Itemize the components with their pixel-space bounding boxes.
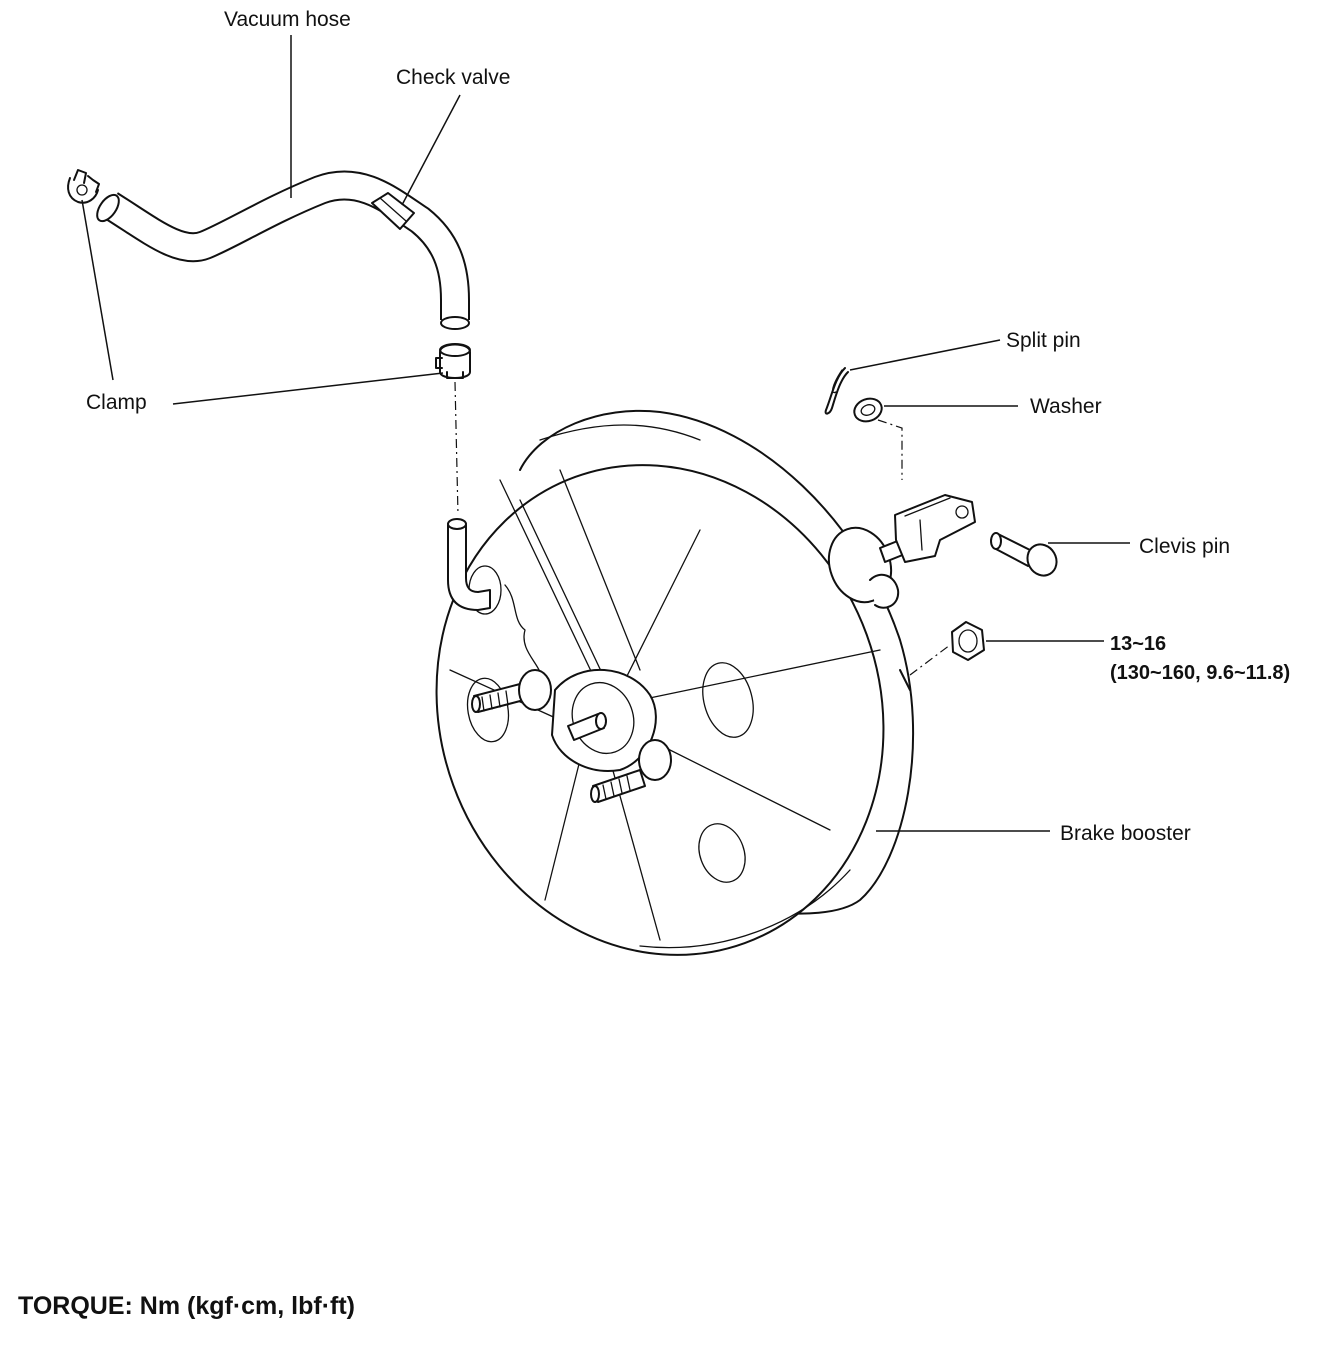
- assembly-line-nut: [909, 644, 951, 676]
- label-clamp: Clamp: [86, 391, 147, 414]
- assembly-line-washer: [877, 419, 903, 480]
- label-washer: Washer: [1030, 395, 1102, 418]
- label-brake-booster: Brake booster: [1060, 822, 1191, 845]
- leader-split-pin: [849, 339, 1001, 371]
- torque-units-note: TORQUE: Nm (kgf·cm, lbf·ft): [18, 1292, 355, 1320]
- leader-clamp-left: [81, 199, 114, 381]
- washer: [853, 397, 883, 423]
- brake-booster: [435, 409, 915, 956]
- leader-clamp-bottom: [172, 372, 444, 405]
- clamp-bottom: [435, 343, 471, 379]
- assembly-line-hose: [454, 381, 459, 516]
- clamp-left: [67, 169, 100, 204]
- clevis-pin: [990, 532, 1058, 577]
- split-pin: [824, 367, 849, 415]
- vacuum-hose: [96, 170, 470, 330]
- label-clevis-pin: Clevis pin: [1139, 535, 1230, 558]
- leader-check-valve: [401, 94, 461, 206]
- check-valve: [371, 192, 415, 230]
- label-torque-value: 13~16: [1110, 633, 1166, 655]
- label-vacuum-hose: Vacuum hose: [224, 8, 351, 31]
- label-torque-alt: (130~160, 9.6~11.8): [1110, 662, 1290, 684]
- label-check-valve: Check valve: [396, 66, 510, 89]
- nut: [951, 621, 985, 661]
- label-split-pin: Split pin: [1006, 329, 1081, 352]
- clevis: [894, 494, 976, 563]
